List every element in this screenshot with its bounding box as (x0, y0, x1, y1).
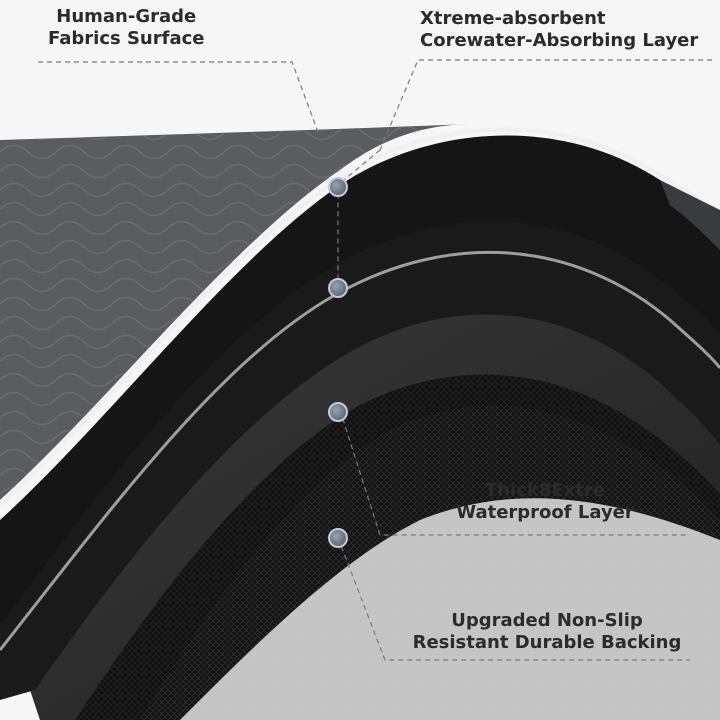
marker-dots (328, 177, 348, 548)
label-absorbent-core-line1: Xtreme-absorbent (420, 8, 606, 29)
label-absorbent-core: Xtreme-absorbent Corewater-Absorbing Lay… (420, 8, 698, 52)
marker-dot-core (328, 278, 348, 298)
core-highlight-line (0, 250, 720, 651)
marker-dot-surface (328, 177, 348, 197)
surface-rim (0, 135, 720, 626)
absorbent-core-layer (0, 214, 720, 701)
label-fabric-surface-line2: Fabrics Surface (48, 28, 205, 49)
marker-dot-backing (328, 528, 348, 548)
leader-core (379, 59, 712, 151)
leader-surface (38, 61, 319, 133)
leader-waterproof (339, 409, 690, 536)
label-non-slip-backing: Upgraded Non-Slip Resistant Durable Back… (402, 610, 692, 654)
surface-rim-white-edge (0, 127, 720, 507)
label-backing-line2: Resistant Durable Backing (412, 632, 682, 653)
backing-mesh-front (70, 366, 720, 720)
label-absorbent-core-line2: Corewater-Absorbing Layer (420, 30, 699, 51)
label-fabric-surface-line1: Human-Grade (56, 6, 197, 27)
mat-right-edge (660, 180, 720, 250)
label-waterproof-line1: Thick8Extre (484, 480, 606, 501)
label-waterproof-line2: Waterproof Layer (456, 502, 634, 523)
label-backing-line1: Upgraded Non-Slip (451, 610, 643, 631)
floor-shadow (180, 498, 720, 720)
marker-dot-waterproof (328, 402, 348, 422)
leader-backing (337, 537, 690, 661)
fabric-surface-pattern (0, 124, 470, 500)
label-fabric-surface: Human-Grade Fabrics Surface (48, 6, 204, 50)
label-waterproof-layer: Thick8Extre Waterproof Layer (430, 480, 660, 524)
